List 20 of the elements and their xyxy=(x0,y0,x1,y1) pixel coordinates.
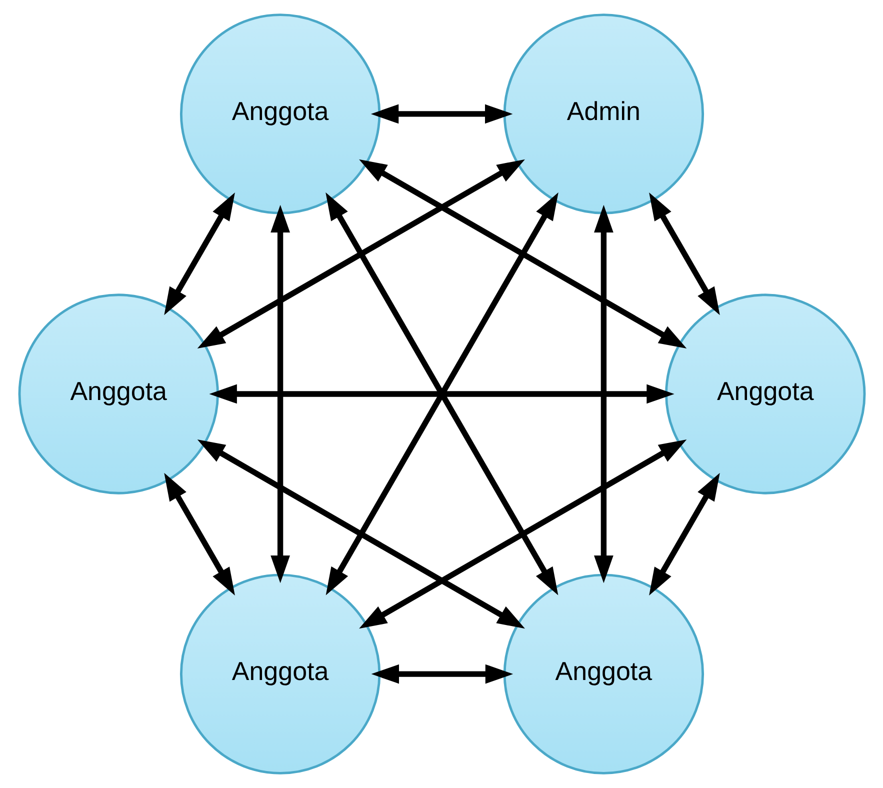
arrow xyxy=(164,192,234,316)
node-circle: Admin xyxy=(502,14,704,214)
arrow xyxy=(325,192,558,596)
node-circle: Anggota xyxy=(502,574,704,774)
node-circle: Anggota xyxy=(664,294,866,494)
arrow xyxy=(594,204,613,584)
node-circle: Anggota xyxy=(18,294,218,494)
arrow xyxy=(358,159,686,349)
arrow xyxy=(270,204,290,584)
arrow xyxy=(358,439,686,629)
arrow xyxy=(370,104,512,124)
arrow xyxy=(196,439,524,629)
arrow xyxy=(208,384,674,404)
arrow xyxy=(164,472,234,596)
arrow xyxy=(648,472,720,596)
arrow xyxy=(196,159,524,349)
node-circle: Anggota xyxy=(179,14,380,214)
arrow xyxy=(370,664,513,684)
arrow xyxy=(648,192,720,316)
node-circle: Anggota xyxy=(179,574,380,774)
